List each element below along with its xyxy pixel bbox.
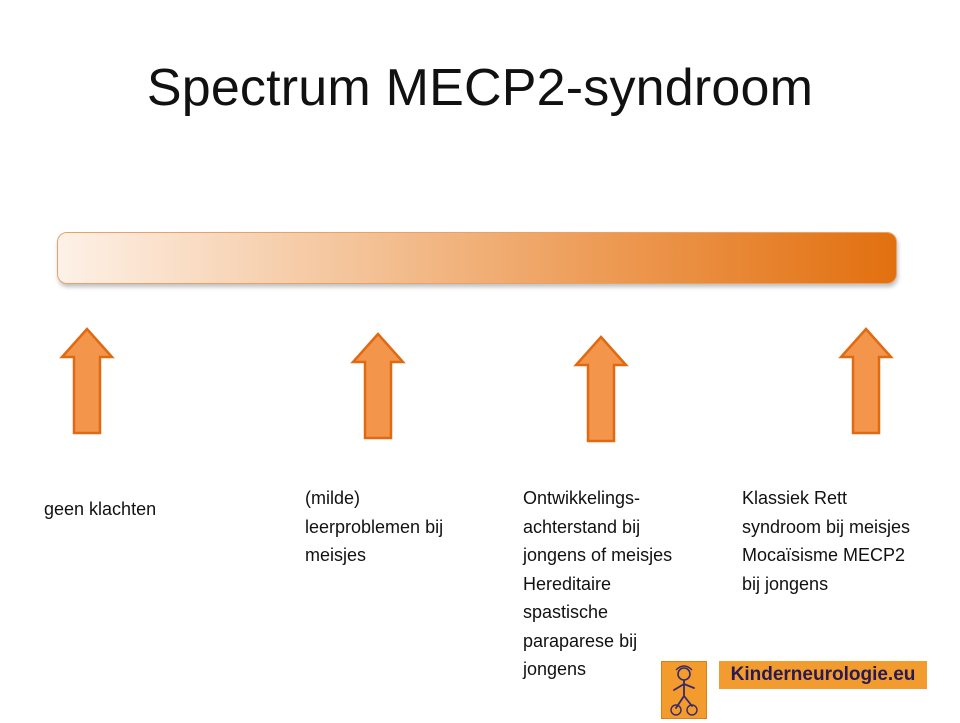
spectrum-gradient-bar xyxy=(57,232,897,284)
arrow-up-icon xyxy=(59,327,115,435)
label-developmental-delay: Ontwikkelings- achterstand bij jongens o… xyxy=(523,488,673,679)
label-learning-problems: (milde) leerproblemen bij meisjes xyxy=(305,488,444,565)
logo-text: Kinderneurologie.eu xyxy=(730,664,916,685)
label-no-complaints: geen klachten xyxy=(44,499,157,519)
child-figure-icon xyxy=(661,661,707,719)
arrow-up-icon xyxy=(573,335,629,443)
logo-banner: Kinderneurologie.eu xyxy=(719,661,927,689)
label-classic-rett: Klassiek Rett syndroom bij meisjes Mocaï… xyxy=(742,488,911,594)
slide-title: Spectrum MECP2-syndroom xyxy=(146,59,814,117)
arrow-up-icon xyxy=(350,332,406,440)
arrow-up-icon xyxy=(838,327,894,435)
